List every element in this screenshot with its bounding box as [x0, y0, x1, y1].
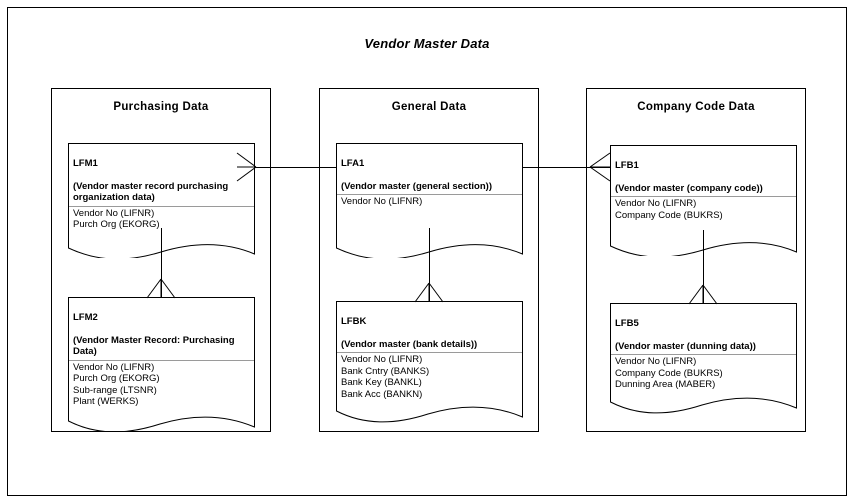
relationship-lfm1-lfa1-crows-foot-icon	[236, 152, 257, 182]
entity-lfbk-torn-edge-icon	[336, 399, 523, 423]
entity-lfbk-description: (Vendor master (bank details))	[341, 338, 478, 350]
entity-lfm2[interactable]: LFM2 (Vendor Master Record: Purchasing D…	[68, 297, 255, 431]
entity-lfa1-code: LFA1	[341, 157, 365, 169]
entity-lfb5[interactable]: LFB5 (Vendor master (dunning data)) Vend…	[610, 303, 797, 414]
entity-lfb5-separator	[610, 354, 797, 355]
entity-field: Bank Key (BANKL)	[341, 377, 422, 388]
entity-lfm1[interactable]: LFM1 (Vendor master record purchasing or…	[68, 143, 255, 258]
entity-lfm1-code: LFM1	[73, 157, 98, 169]
relationship-lfa1-lfb1-line	[523, 167, 611, 168]
entity-lfbk-separator	[336, 352, 523, 353]
column-title-purchasing: Purchasing Data	[113, 101, 209, 113]
entity-field: Company Code (BUKRS)	[615, 209, 723, 221]
entity-lfb1-fields: Vendor No (LIFNR) Company Code (BUKRS)	[610, 197, 797, 231]
entity-lfa1-header: LFA1 (Vendor master (general section))	[336, 143, 523, 194]
entity-lfb1-separator	[610, 196, 797, 197]
entity-lfb5-description: (Vendor master (dunning data))	[615, 340, 756, 352]
entity-lfb1-header: LFB1 (Vendor master (company code))	[610, 145, 797, 196]
entity-lfb5-header: LFB5 (Vendor master (dunning data))	[610, 303, 797, 354]
entity-lfm1-separator	[68, 205, 255, 207]
entity-lfa1-separator	[336, 194, 523, 195]
relationship-lfb1-lfb5-line	[703, 230, 704, 304]
entity-lfb1-description: (Vendor master (company code))	[615, 182, 763, 194]
entity-lfa1-description: (Vendor master (general section))	[341, 180, 492, 192]
entity-lfb1[interactable]: LFB1 (Vendor master (company code)) Vend…	[610, 145, 797, 256]
entity-lfbk[interactable]: LFBK (Vendor master (bank details)) Vend…	[336, 301, 523, 423]
entity-field: Bank Cntry (BANKS)	[341, 365, 430, 377]
entity-field: Company Code (BUKRS)	[615, 367, 723, 379]
entity-field: Vendor No (LIFNR)	[615, 198, 697, 209]
column-title-general: General Data	[391, 101, 467, 113]
relationship-lfm1-lfa1-line	[255, 167, 336, 168]
relationship-lfm1-lfm2-line	[161, 228, 162, 298]
entity-lfbk-header: LFBK (Vendor master (bank details))	[336, 301, 523, 352]
entity-lfb5-fields: Vendor No (LIFNR) Company Code (BUKRS) D…	[610, 355, 797, 391]
page-title: Vendor Master Data	[364, 36, 490, 51]
entity-lfb5-code: LFB5	[615, 317, 639, 329]
relationship-lfb1-lfb5-crows-foot-icon	[688, 284, 718, 305]
entity-field: Plant (WERKS)	[73, 396, 139, 407]
relationship-lfa1-lfbk-line	[429, 228, 430, 302]
entity-field: Purch Org (EKORG)	[73, 219, 160, 230]
entity-lfb5-torn-edge-icon	[610, 390, 797, 414]
entity-lfm2-fields: Vendor No (LIFNR) Purch Org (EKORG) Sub-…	[68, 360, 255, 408]
relationship-lfm1-lfm2-crows-foot-icon	[146, 278, 176, 299]
entity-lfm2-torn-edge-icon	[68, 406, 255, 431]
entity-lfbk-code: LFBK	[341, 315, 367, 327]
entity-field: Vendor No (LIFNR)	[73, 361, 155, 373]
column-title-company-code: Company Code Data	[637, 101, 755, 113]
entity-field: Dunning Area (MABER)	[615, 379, 716, 390]
entity-lfa1-fields: Vendor No (LIFNR)	[336, 195, 523, 233]
entity-lfb1-code: LFB1	[615, 159, 639, 171]
entity-lfm2-description: (Vendor Master Record: Purchasing Data)	[73, 334, 235, 358]
entity-field: Vendor No (LIFNR)	[341, 354, 423, 365]
entity-field: Vendor No (LIFNR)	[341, 196, 423, 207]
entity-field: Sub-range (LTSNR)	[73, 384, 157, 396]
entity-field: Bank Acc (BANKN)	[341, 388, 423, 400]
entity-field: Vendor No (LIFNR)	[73, 207, 155, 219]
relationship-lfa1-lfbk-crows-foot-icon	[414, 282, 444, 303]
entity-lfbk-fields: Vendor No (LIFNR) Bank Cntry (BANKS) Ban…	[336, 353, 523, 400]
entity-lfm2-code: LFM2	[73, 311, 98, 323]
relationship-lfa1-lfb1-crows-foot-icon	[589, 152, 611, 182]
entity-field: Vendor No (LIFNR)	[615, 356, 697, 367]
entity-lfm1-header: LFM1 (Vendor master record purchasing or…	[68, 143, 255, 206]
entity-field: Purch Org (EKORG)	[73, 373, 160, 384]
entity-lfm1-description: (Vendor master record purchasing organiz…	[73, 180, 229, 204]
entity-lfm2-header: LFM2 (Vendor Master Record: Purchasing D…	[68, 297, 255, 360]
entity-lfm2-separator	[68, 359, 255, 361]
